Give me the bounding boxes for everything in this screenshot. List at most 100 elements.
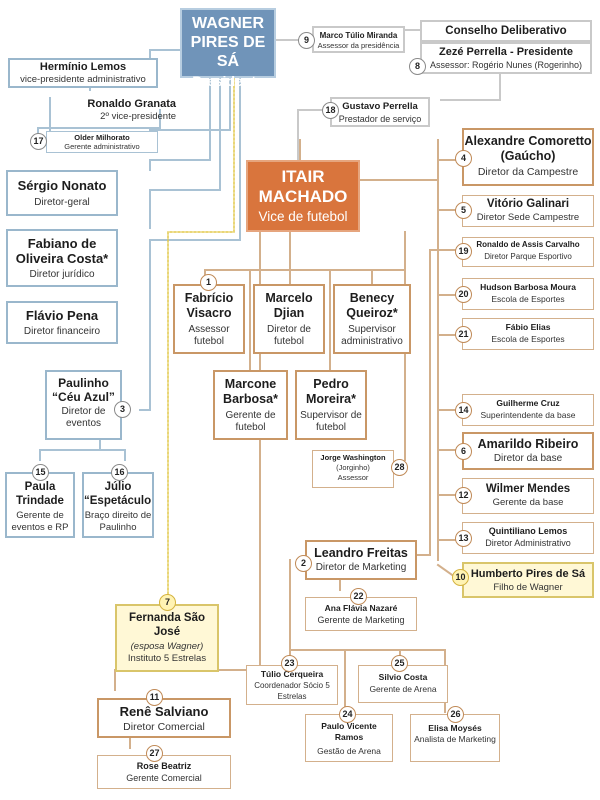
badge-22: 22: [350, 588, 367, 605]
badge-21: 21: [455, 326, 472, 343]
box-marcelo-djian: Marcelo Djian Diretor de futebol: [253, 284, 325, 354]
badge-2: 2: [295, 555, 312, 572]
name-leandro-freitas: Leandro Freitas: [314, 546, 408, 560]
name-marcelo-djian: Marcelo Djian: [265, 291, 313, 320]
name-benecy-queiroz: Benecy Queiroz*: [346, 291, 398, 320]
role-jorge-washington: Assessor: [337, 473, 369, 482]
role-paula-trindade: Gerente de eventos e RP: [11, 510, 69, 533]
role-ronaldo-granata: 2º vice-presidente: [100, 111, 176, 122]
name-jorge-washington: Jorge Washington: [320, 453, 386, 462]
role-tulio-cerqueira: Coordenador Sócio 5 Estrelas: [254, 681, 330, 701]
name-marco-tulio: Marco Túlio Miranda: [319, 31, 398, 40]
role-rose-beatriz: Gerente Comercial: [126, 773, 202, 783]
role-paulinho: Diretor de eventos: [61, 406, 106, 429]
box-sergio-nonato: Sérgio Nonato Diretor-geral: [6, 170, 118, 216]
box-rose-beatriz: Rose Beatriz Gerente Comercial: [97, 755, 231, 789]
name-paulo-vicente-ramos: Paulo Vicente Ramos: [321, 721, 377, 742]
name-marcone-barbosa: Marcone Barbosa*: [223, 377, 278, 406]
badge-19: 19: [455, 243, 472, 260]
role-vitorio-galinari: Diretor Sede Campestre: [476, 212, 580, 223]
name-vitorio-galinari: Vitório Galinari: [486, 198, 570, 210]
name-herminio-lemos: Hermínio Lemos: [39, 61, 127, 73]
role-fabricio-visacro: Assessor futebol: [188, 324, 230, 347]
badge-16: 16: [111, 464, 128, 481]
role-herminio-lemos: vice-presidente administrativo: [20, 74, 146, 85]
box-flavio-pena: Flávio Pena Diretor financeiro: [6, 301, 118, 344]
badge-10: 10: [452, 569, 469, 586]
box-rene-salviano: Renê Salviano Diretor Comercial: [97, 698, 231, 738]
name-guilherme-cruz: Guilherme Cruz: [496, 398, 560, 408]
box-gustavo-perrella: Gustavo Perrella Prestador de serviço: [330, 97, 430, 127]
badge-13: 13: [455, 530, 472, 547]
box-benecy-queiroz: Benecy Queiroz* Supervisor administrativ…: [333, 284, 411, 354]
badge-24: 24: [339, 706, 356, 723]
badge-25: 25: [391, 655, 408, 672]
role-wilmer-mendes: Gerente da base: [492, 497, 564, 508]
box-silvio-costa: Silvio Costa Gerente de Arena: [358, 665, 448, 703]
box-pedro-moreira: Pedro Moreira* Supervisor de futebol: [295, 370, 367, 440]
president-box: WAGNER PIRES DE SÁ Presidente: [180, 8, 276, 89]
box-vitorio-galinari: Vitório Galinari Diretor Sede Campestre: [462, 195, 594, 227]
role-quintiliano-lemos: Diretor Administrativo: [485, 538, 571, 548]
box-wilmer-mendes: Wilmer Mendes Gerente da base: [462, 478, 594, 514]
badge-17: 17: [30, 133, 47, 150]
role-humberto-pires-de-sa: Filho de Wagner: [493, 582, 563, 593]
name-quintiliano-lemos: Quintiliano Lemos: [488, 526, 568, 536]
badge-28: 28: [391, 459, 408, 476]
box-marcone-barbosa: Marcone Barbosa* Gerente de futebol: [213, 370, 288, 440]
role-sergio-nonato: Diretor-geral: [34, 197, 90, 208]
box-tulio-cerqueira: Túlio Cerqueira Coordenador Sócio 5 Estr…: [246, 665, 338, 705]
box-fabio-elias: Fábio Elias Escola de Esportes: [462, 318, 594, 350]
vice-futebol-name: ITAIR MACHADO: [258, 167, 348, 206]
box-quintiliano-lemos: Quintiliano Lemos Diretor Administrativo: [462, 522, 594, 554]
role-fabiano-costa: Diretor jurídico: [29, 269, 95, 280]
box-julio-espetaculo: Júlio “Espetáculo” Braço direito de Paul…: [82, 472, 154, 538]
name-ronaldo-carvalho: Ronaldo de Assis Carvalho: [476, 240, 580, 249]
president-name: WAGNER PIRES DE SÁ: [190, 15, 266, 70]
box-alexandre-comoretto: Alexandre Comoretto (Gaúcho) Diretor da …: [462, 128, 594, 186]
vice-futebol-title: Vice de futebol: [258, 209, 348, 224]
vice-futebol-box: ITAIR MACHADO Vice de futebol: [246, 160, 360, 232]
role-pedro-moreira: Supervisor de futebol: [300, 410, 362, 433]
badge-6: 6: [455, 443, 472, 460]
badge-18: 18: [322, 102, 339, 119]
role-zeze-perrella: Assessor: Rogério Nunes (Rogerinho): [429, 60, 583, 70]
role-amarildo-ribeiro: Diretor da base: [493, 453, 563, 464]
badge-3: 3: [114, 401, 131, 418]
role-marcone-barbosa: Gerente de futebol: [225, 410, 276, 433]
name-julio-espetaculo: Júlio “Espetáculo”: [84, 481, 154, 507]
box-older-milhorato: Older Milhorato Gerente administrativo: [46, 131, 158, 153]
role-gustavo-perrella: Prestador de serviço: [338, 114, 422, 124]
name-zeze-perrella: Zezé Perrella - Presidente: [439, 46, 573, 58]
box-paulinho: Paulinho “Céu Azul” Diretor de eventos: [45, 370, 122, 440]
badge-1: 1: [200, 274, 217, 291]
box-leandro-freitas: Leandro Freitas Diretor de Marketing: [305, 540, 417, 580]
badge-23: 23: [281, 655, 298, 672]
role-elisa-moyses: Analista de Marketing: [414, 734, 496, 744]
role-marco-tulio: Assessor da presidência: [317, 41, 400, 50]
role-rene-salviano: Diretor Comercial: [123, 721, 205, 733]
name-amarildo-ribeiro: Amarildo Ribeiro: [477, 437, 579, 451]
badge-14: 14: [455, 402, 472, 419]
name-humberto-pires-de-sa: Humberto Pires de Sá: [470, 568, 586, 580]
box-herminio-lemos: Hermínio Lemos vice-presidente administr…: [8, 58, 158, 88]
name-wilmer-mendes: Wilmer Mendes: [485, 483, 571, 495]
role-alexandre-comoretto: Diretor da Campestre: [477, 166, 579, 178]
role-julio-espetaculo: Braço direito de Paulinho: [84, 510, 152, 533]
name-gustavo-perrella: Gustavo Perrella: [342, 101, 418, 112]
name-sergio-nonato: Sérgio Nonato: [17, 178, 107, 193]
box-ronaldo-granata: Ronaldo Granata 2º vice-presidente: [60, 98, 176, 123]
box-fabricio-visacro: Fabrício Visacro Assessor futebol: [173, 284, 245, 354]
box-zeze-perrella: Zezé Perrella - Presidente Assessor: Rog…: [420, 42, 592, 74]
box-humberto-pires-de-sa: Humberto Pires de Sá Filho de Wagner: [462, 562, 594, 598]
box-amarildo-ribeiro: Amarildo Ribeiro Diretor da base: [462, 432, 594, 470]
role-leandro-freitas: Diretor de Marketing: [315, 562, 407, 573]
badge-12: 12: [455, 487, 472, 504]
role-marcelo-djian: Diretor de futebol: [267, 324, 311, 347]
box-fabiano-costa: Fabiano de Oliveira Costa* Diretor juríd…: [6, 229, 118, 287]
name-pedro-moreira: Pedro Moreira*: [305, 377, 357, 406]
badge-20: 20: [455, 286, 472, 303]
name-paulinho: Paulinho “Céu Azul”: [52, 376, 115, 404]
role-flavio-pena: Diretor financeiro: [23, 326, 101, 337]
badge-4: 4: [455, 150, 472, 167]
